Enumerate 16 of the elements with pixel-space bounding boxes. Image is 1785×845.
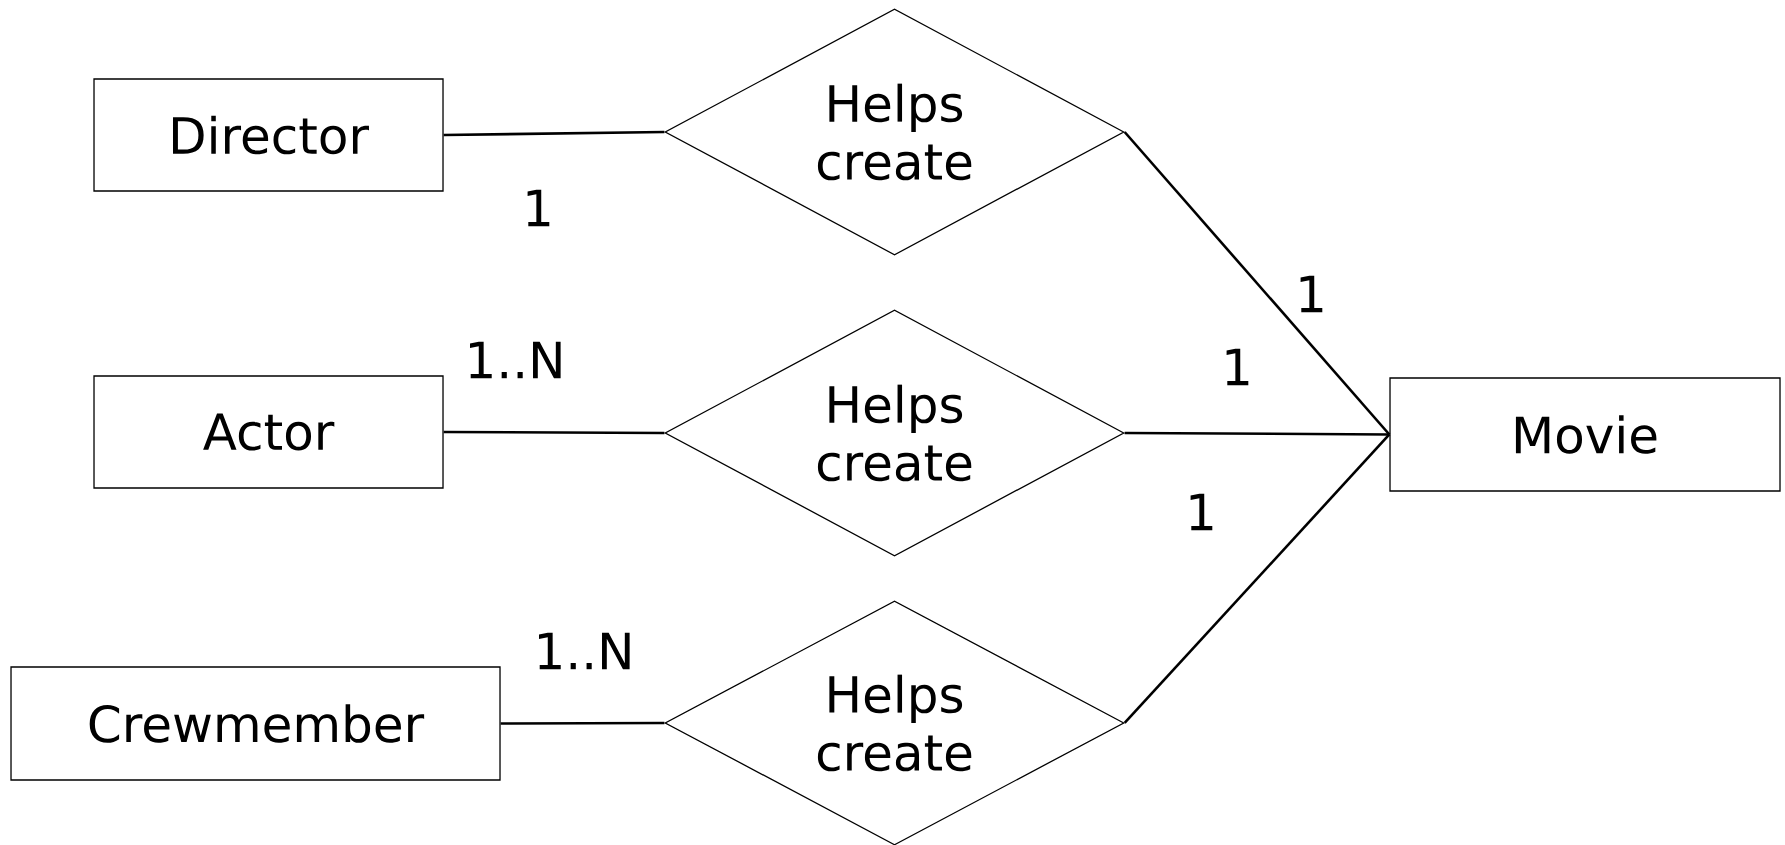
connector-line (443, 130, 665, 137)
connector-line (500, 721, 665, 725)
cardinality-label: 1 (1183, 491, 1219, 533)
entity-box: Actor (93, 375, 444, 489)
cardinality-label: 1..N (531, 630, 637, 672)
connector-line (443, 430, 665, 435)
cardinality-label: 1 (1219, 346, 1255, 388)
entity-box: Crewmember (10, 666, 501, 781)
entity-box: Director (93, 78, 444, 192)
connector-line (1123, 131, 1391, 436)
cardinality-label: 1..N (462, 339, 568, 381)
cardinality-label: 1 (1293, 273, 1329, 315)
connector-line (1124, 431, 1390, 436)
cardinality-label: 1 (520, 187, 556, 229)
connector-line (1123, 433, 1391, 724)
entity-box: Movie (1389, 377, 1781, 492)
